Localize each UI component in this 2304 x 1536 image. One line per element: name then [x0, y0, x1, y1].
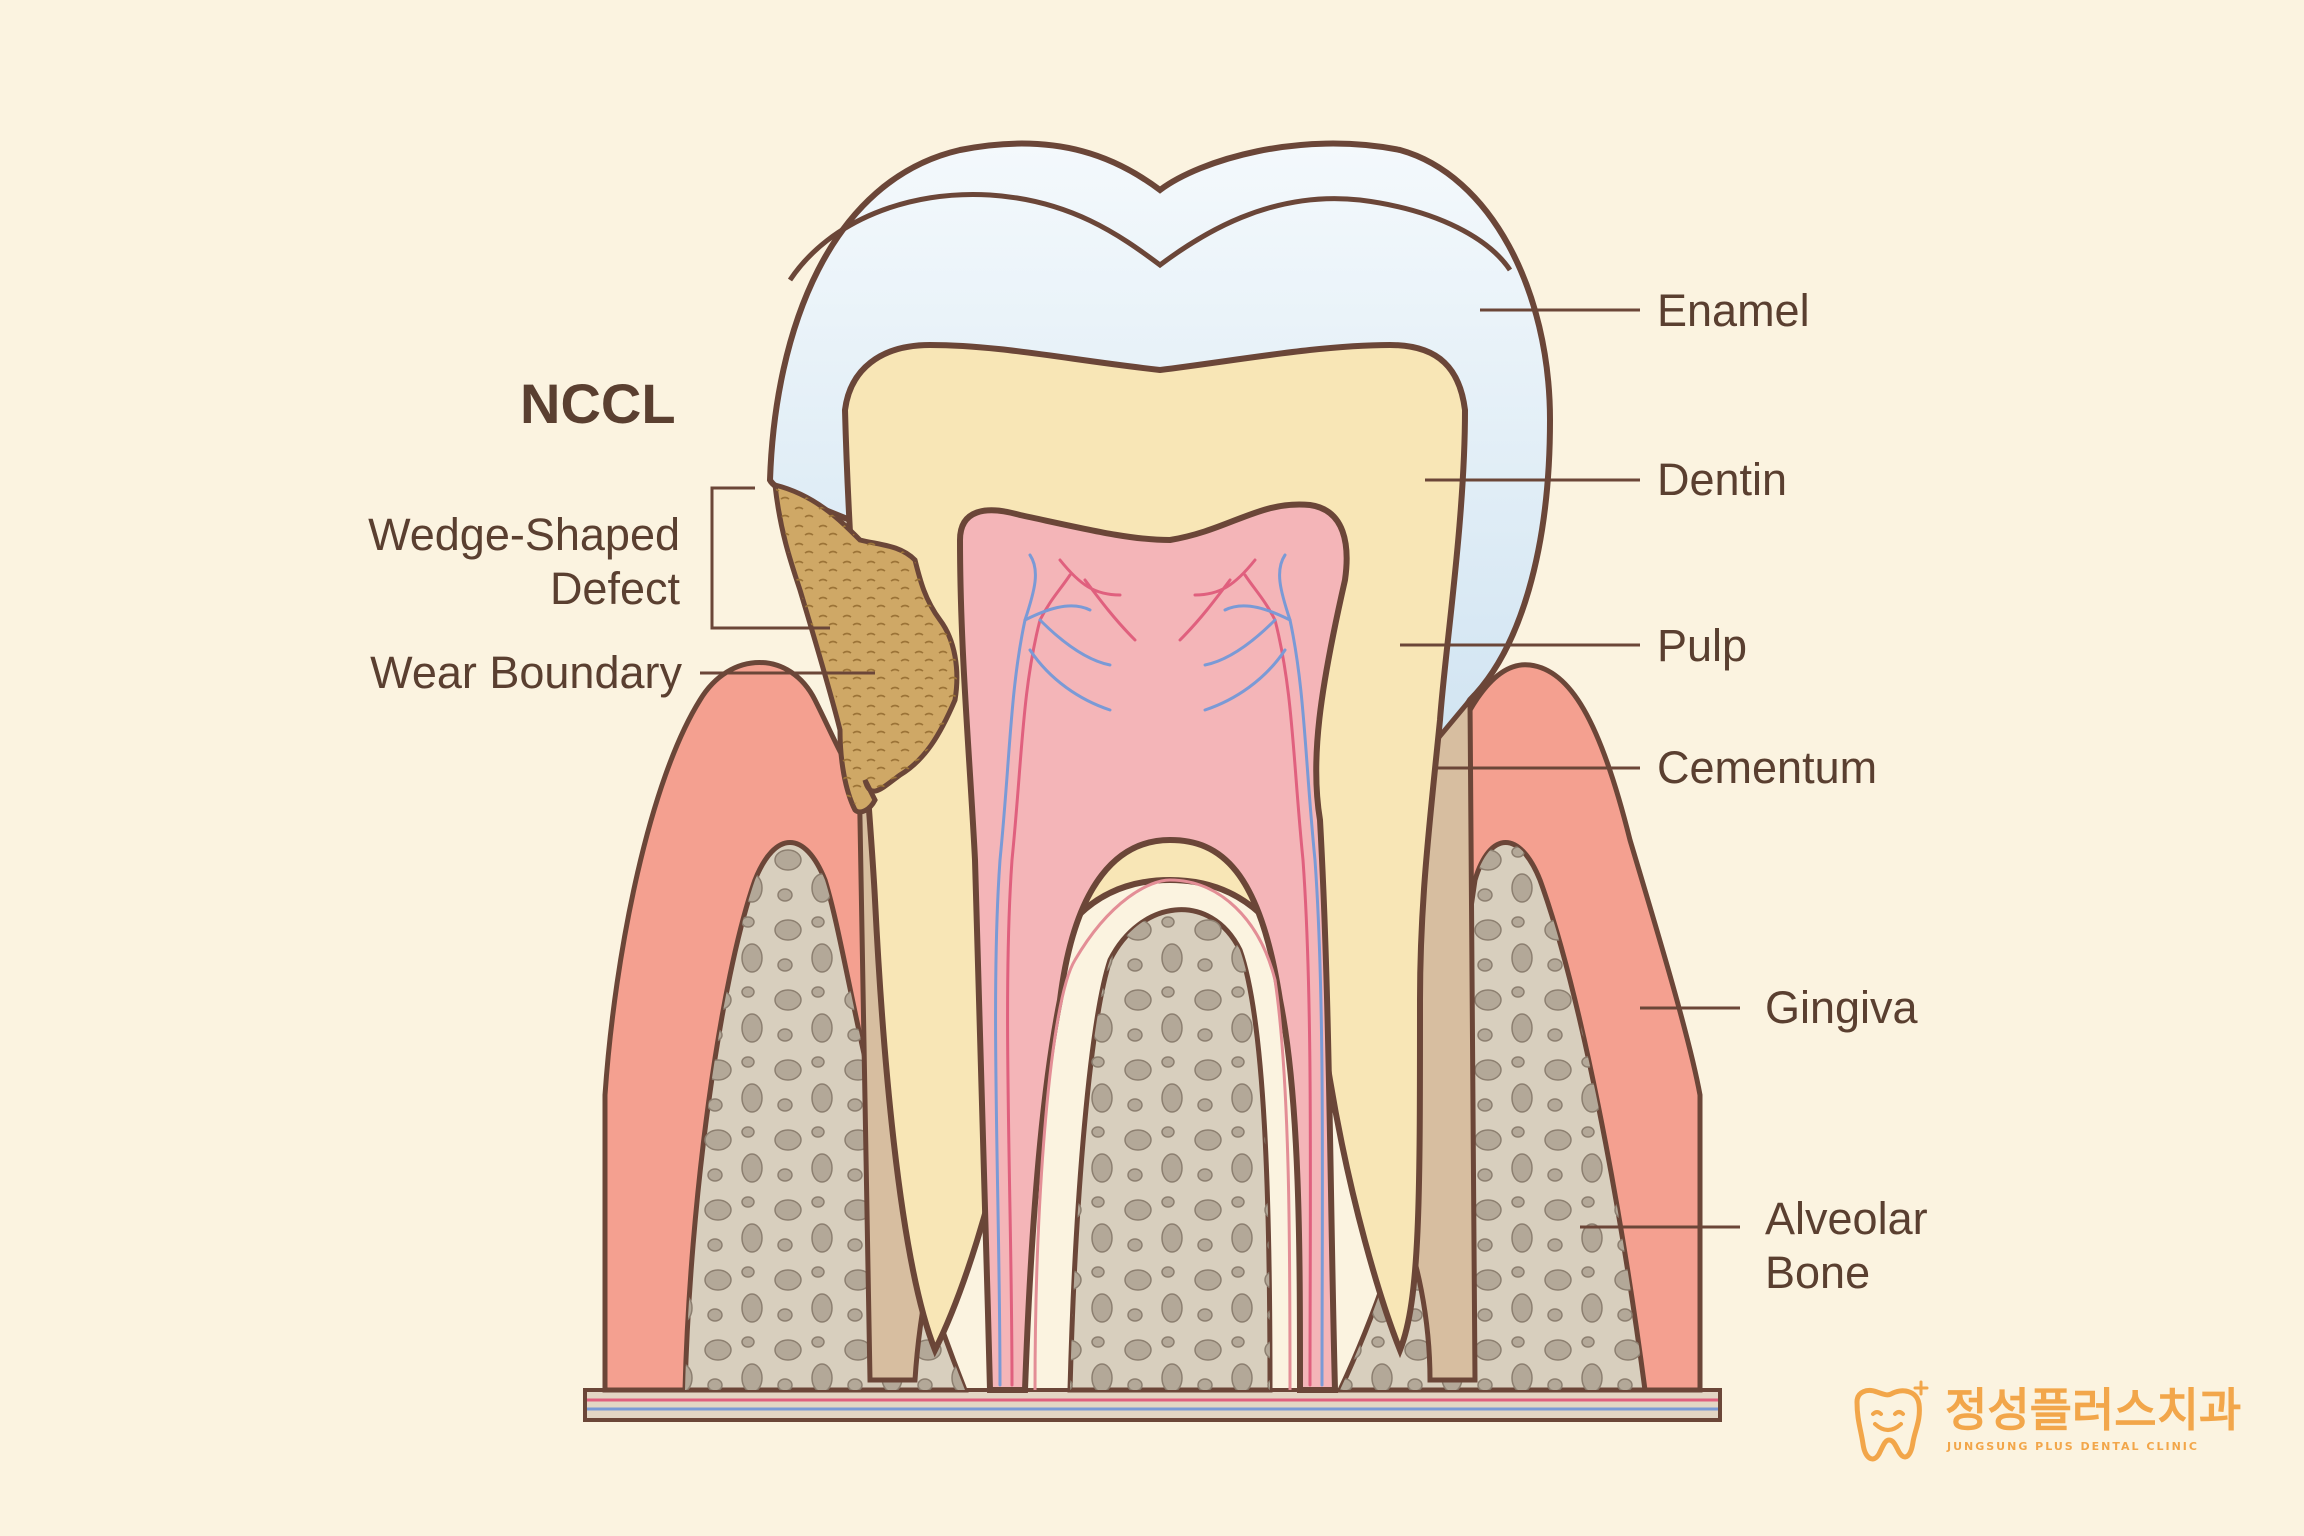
base-band — [583, 1388, 1722, 1422]
smiling-tooth-icon — [1854, 1380, 1929, 1462]
gingiva-label: Gingiva — [1765, 982, 1918, 1033]
pulp — [956, 501, 1350, 1393]
enamel-inner-line — [787, 191, 1513, 282]
leader-lines — [700, 308, 1740, 1229]
nccl-heading: NCCL — [520, 372, 676, 435]
wedge-shaped-defect-texture — [775, 485, 957, 804]
pulp-inner-edge — [1033, 878, 1292, 1391]
wear-boundary-label: Wear Boundary — [370, 647, 682, 698]
pulp-nerves-vessels — [994, 553, 1324, 1387]
pulp-label: Pulp — [1657, 620, 1748, 671]
enamel-label: Enamel — [1657, 285, 1810, 336]
dentin-label: Dentin — [1657, 454, 1788, 505]
logo-name-ko: 정성플러스치과 — [1945, 1383, 2242, 1437]
alveolar-bone-center-texture — [1070, 909, 1270, 1390]
wedge-defect-label: Wedge-Shaped Defect — [368, 509, 680, 614]
cementum-label: Cementum — [1657, 742, 1878, 793]
clinic-logo: 정성플러스치과 JUNGSUNG PLUS DENTAL CLINIC — [1845, 1380, 2265, 1470]
alveolar-bone-label: Alveolar Bone — [1765, 1193, 1928, 1298]
logo-name-en: JUNGSUNG PLUS DENTAL CLINIC — [1947, 1440, 2199, 1453]
